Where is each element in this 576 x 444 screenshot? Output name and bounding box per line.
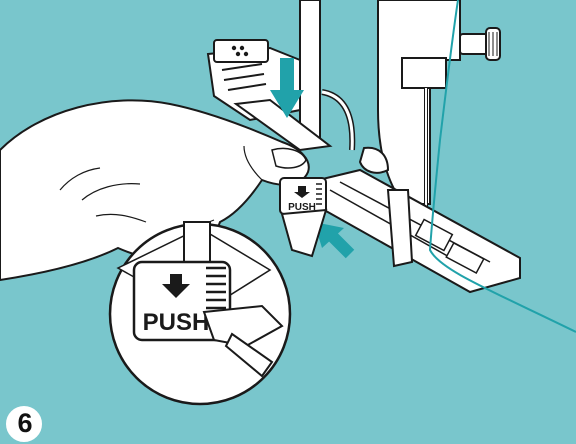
push-label-large: PUSH [143,309,210,336]
step-number: 6 [10,406,40,440]
presser-bar [300,0,320,140]
zoom-circle: PUSH [110,222,290,404]
push-button-small: PUSH [280,178,326,214]
